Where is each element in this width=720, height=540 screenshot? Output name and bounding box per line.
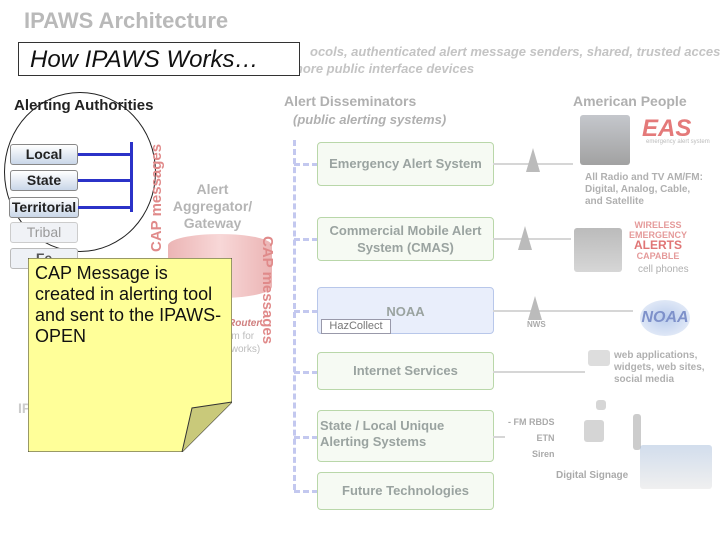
how-title-box [18, 42, 300, 76]
bus-branch-noaa [294, 310, 318, 313]
arrow-cmas [493, 238, 571, 240]
cell-phones-label: cell phones [638, 264, 689, 275]
wea-line3: ALERTS [634, 238, 682, 252]
router-label: Router [228, 318, 261, 329]
arrow-noaa [493, 310, 633, 312]
bus-branch-cmas [294, 238, 318, 241]
connector-territorial [78, 206, 132, 209]
eas-logo: EAS [642, 115, 692, 142]
router-text: Router rm for tworks) [228, 317, 260, 356]
router-line2: rm for [228, 331, 255, 342]
fm-etn-siren-text: - FM RBDS ETN Siren [508, 414, 555, 462]
alert-disseminators-heading: Alert Disseminators [284, 93, 417, 109]
cell-phones-image [574, 228, 622, 272]
sticky-note [28, 258, 232, 452]
arrow-internet [493, 371, 585, 373]
architecture-title: IPAWS Architecture [24, 8, 229, 33]
disseminator-bus-line [293, 140, 296, 490]
bus-branch-internet [294, 371, 318, 374]
siren-pole-image [633, 414, 641, 450]
bus-branch-future [294, 490, 318, 493]
disseminator-eas: Emergency Alert System [317, 142, 494, 186]
etn-label: ETN [536, 433, 555, 443]
bus-branch-eas [294, 163, 318, 166]
alerting-authorities-heading: Alerting Authorities [14, 97, 154, 114]
connector-local [78, 153, 132, 156]
authorities-highlight-circle [4, 92, 156, 252]
digital-signage-label: Digital Signage [556, 470, 629, 481]
disseminator-state-local: State / Local Unique Alerting Systems [317, 410, 494, 462]
cap-messages-right-label: CAP messages [259, 236, 276, 345]
authority-tribal: Tribal [10, 222, 78, 243]
radio-image [596, 400, 606, 410]
tv-radio-image [580, 115, 630, 165]
fm-rbds-label: - FM RBDS [508, 417, 555, 427]
wea-logo: WIRELESS EMERGENCY ALERTS CAPABLE [625, 220, 691, 261]
cell-tower-icon [518, 226, 532, 250]
radio-tv-text: All Radio and TV AM/FM: Digital, Analog,… [585, 172, 703, 207]
disseminator-cmas: Commercial Mobile Alert System (CMAS) [317, 217, 494, 261]
router-line3: tworks) [228, 344, 261, 355]
nws-label: NWS [527, 320, 546, 329]
web-applications-text: web applications, widgets, web sites, so… [614, 350, 705, 385]
connector-state [78, 179, 132, 182]
noaa-label: NOAA [386, 304, 425, 319]
eas-logo-caption: emergency alert system [646, 139, 710, 145]
authority-state: State [10, 170, 78, 191]
digital-signage-image [640, 445, 712, 489]
hazcollect-label: HazCollect [321, 319, 391, 334]
american-people-heading: American People [573, 93, 687, 109]
wea-line2: EMERGENCY [628, 230, 687, 240]
wea-line4: CAPABLE [636, 251, 680, 261]
alert-aggregator-label: Alert Aggregator/ Gateway [172, 181, 253, 231]
arrow-state [493, 436, 505, 438]
noaa-weather-radio-logo: NOAA [640, 300, 690, 336]
subtitle-line-1: ocols, authenticated alert message sende… [310, 44, 720, 59]
broadcast-tower-icon [526, 148, 540, 172]
wea-line1: WIRELESS [634, 220, 682, 230]
nws-tower-icon [528, 296, 542, 320]
bus-branch-state [294, 436, 318, 439]
disseminator-internet: Internet Services [317, 352, 494, 390]
computer-image [588, 350, 610, 366]
how-ipaws-works-title: How IPAWS Works… [30, 46, 259, 73]
connector-vertical [130, 142, 133, 212]
authority-territorial: Territorial [9, 197, 79, 218]
cap-messages-left-label: CAP messages [148, 143, 165, 252]
disseminator-future: Future Technologies [317, 472, 494, 510]
alert-disseminators-subheading: (public alerting systems) [293, 112, 447, 127]
sticky-note-text: CAP Message is created in alerting tool … [35, 263, 222, 346]
telephone-image [584, 420, 604, 442]
authority-local: Local [10, 144, 78, 165]
siren-label: Siren [531, 449, 555, 459]
